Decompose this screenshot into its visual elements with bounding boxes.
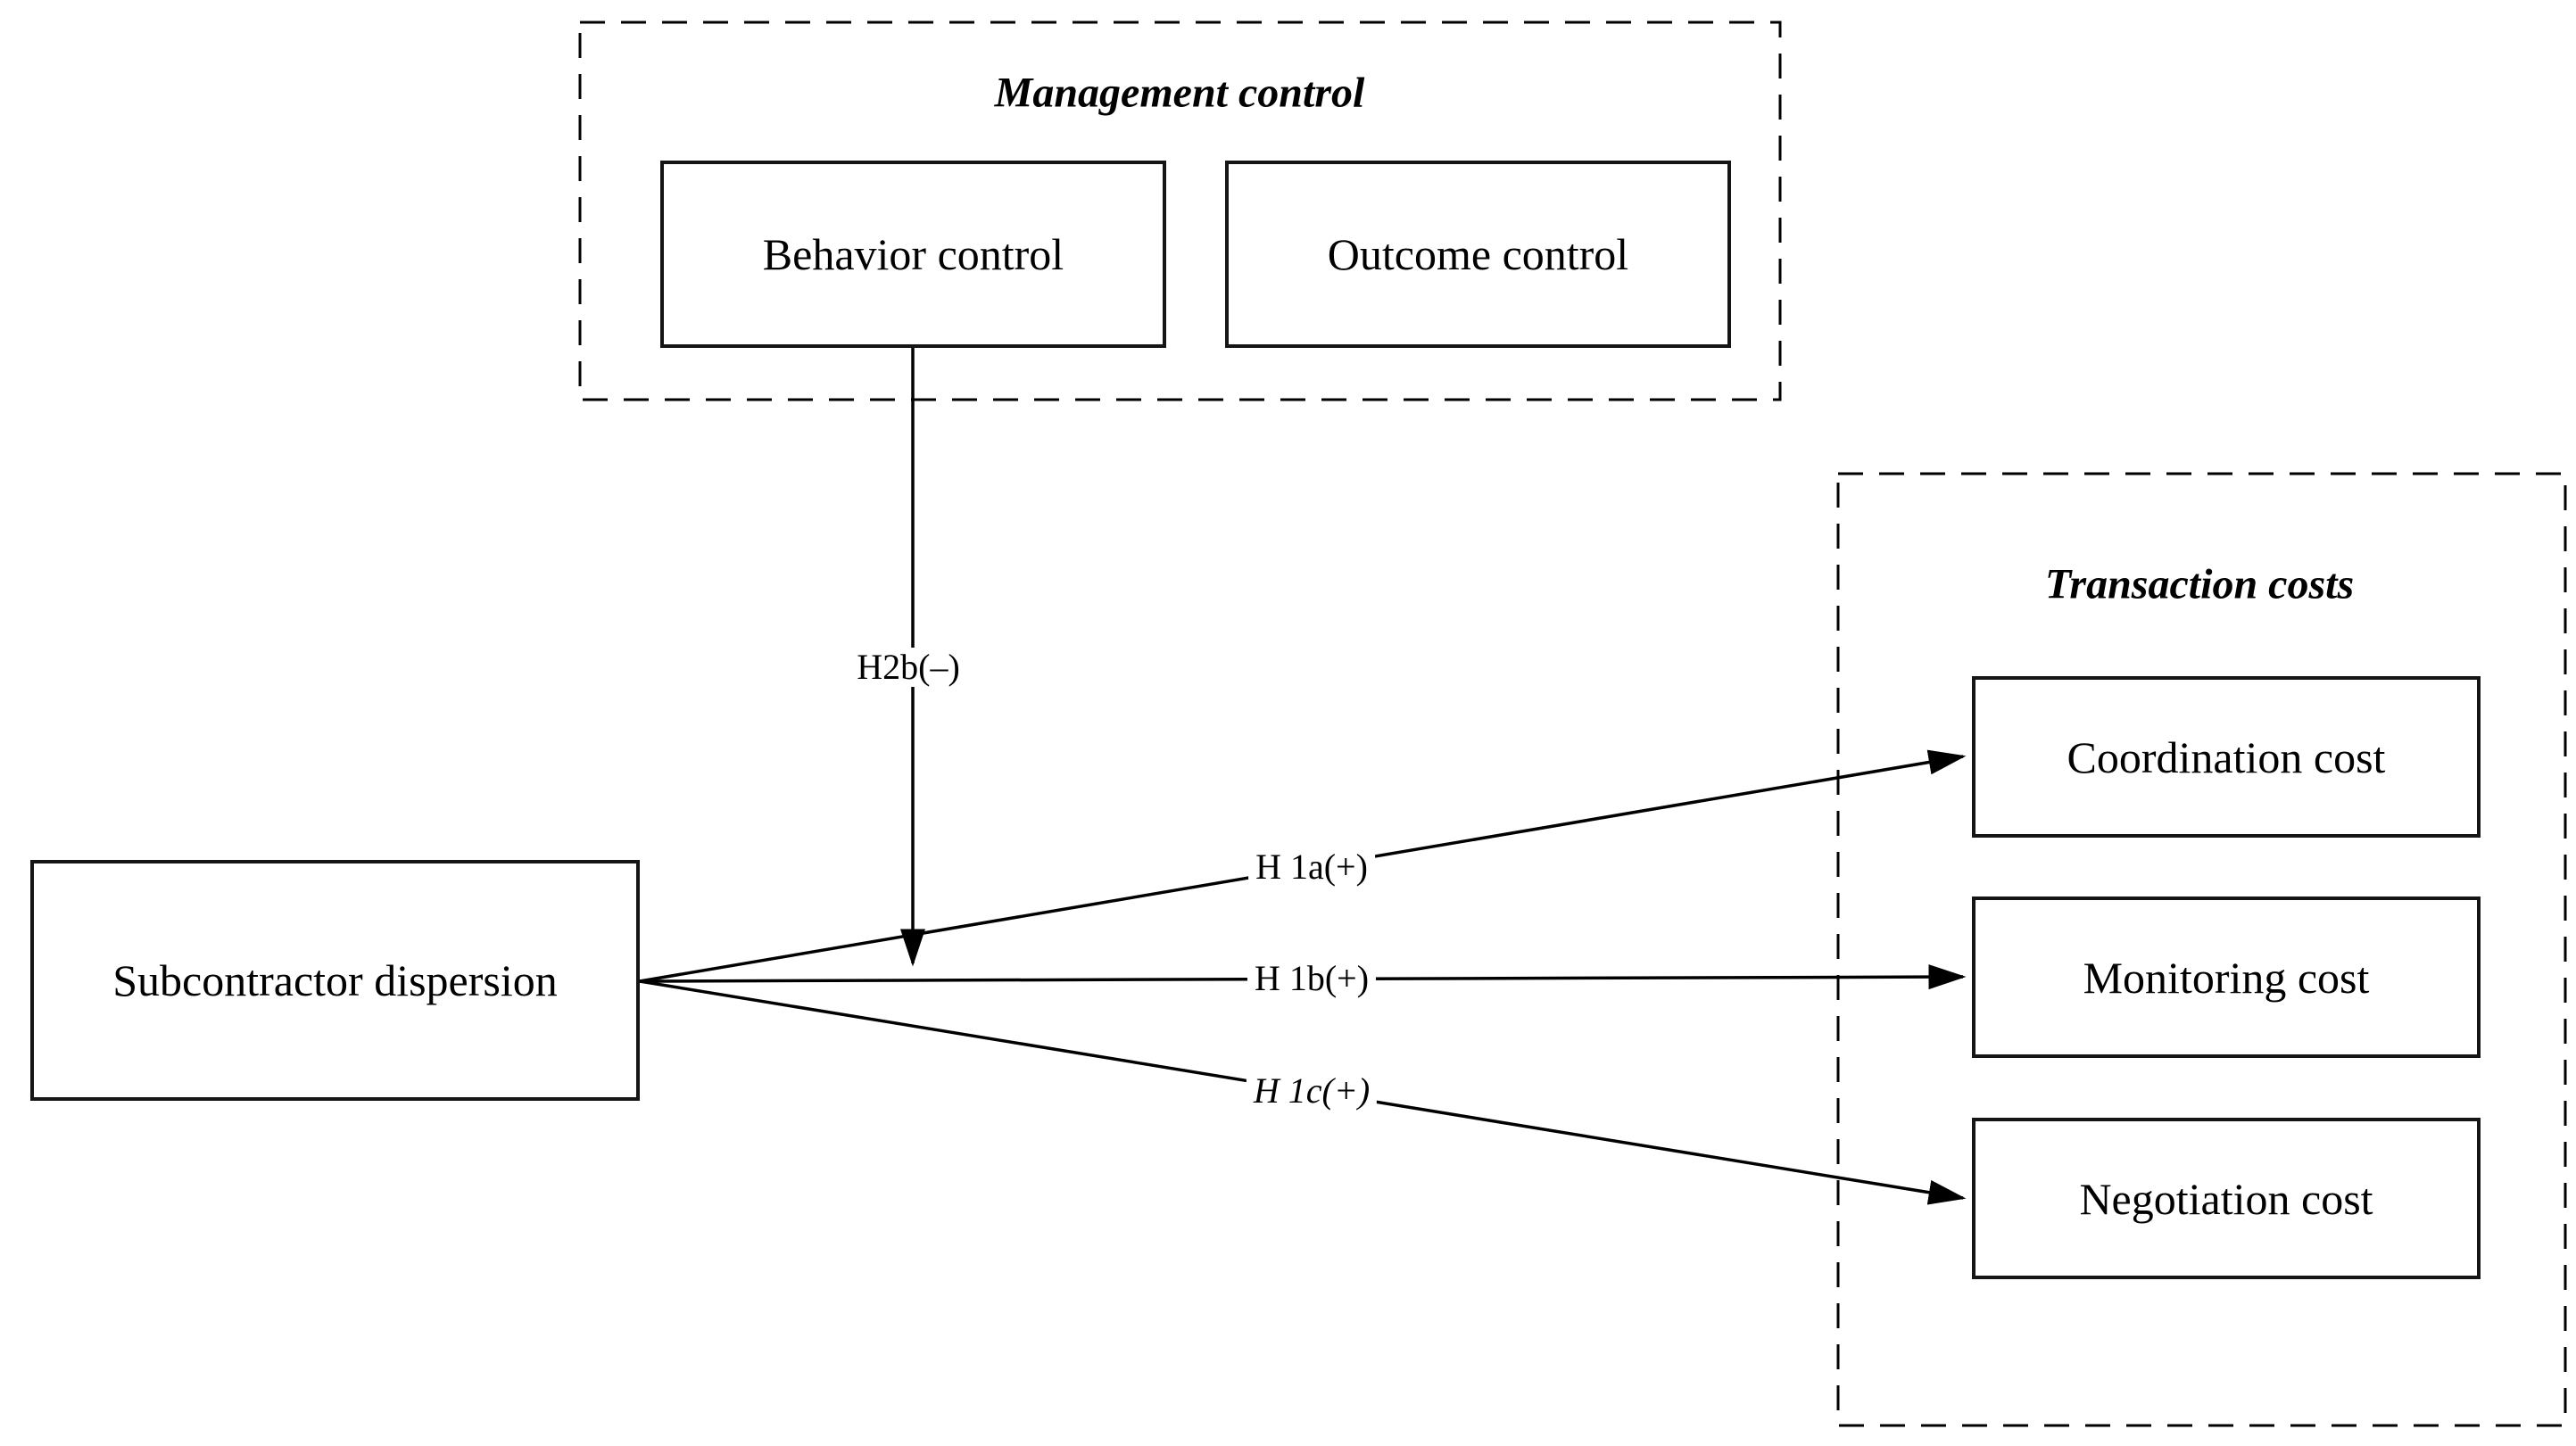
- box-outcome-control-label: Outcome control: [1327, 229, 1629, 279]
- box-monitoring-cost-label: Monitoring cost: [2083, 952, 2370, 1003]
- box-monitoring-cost: Monitoring cost: [1972, 897, 2481, 1058]
- box-coordination-cost: Coordination cost: [1972, 676, 2481, 838]
- transaction-group-title: Transaction costs: [2044, 560, 2355, 608]
- management-group-title: Management control: [994, 69, 1365, 117]
- box-behavior-control: Behavior control: [660, 161, 1166, 348]
- box-subcontractor-dispersion-label: Subcontractor dispersion: [112, 955, 558, 1005]
- label-h1a: H 1a(+): [1248, 847, 1375, 887]
- box-negotiation-cost: Negotiation cost: [1972, 1118, 2481, 1279]
- box-outcome-control: Outcome control: [1225, 161, 1731, 348]
- label-h1b: H 1b(+): [1247, 959, 1377, 998]
- box-behavior-control-label: Behavior control: [762, 229, 1064, 279]
- label-h1c: H 1c(+): [1246, 1071, 1378, 1111]
- box-subcontractor-dispersion: Subcontractor dispersion: [30, 860, 640, 1101]
- box-coordination-cost-label: Coordination cost: [2067, 731, 2386, 782]
- label-h2b: H2b(–): [849, 648, 967, 687]
- box-negotiation-cost-label: Negotiation cost: [2079, 1173, 2373, 1224]
